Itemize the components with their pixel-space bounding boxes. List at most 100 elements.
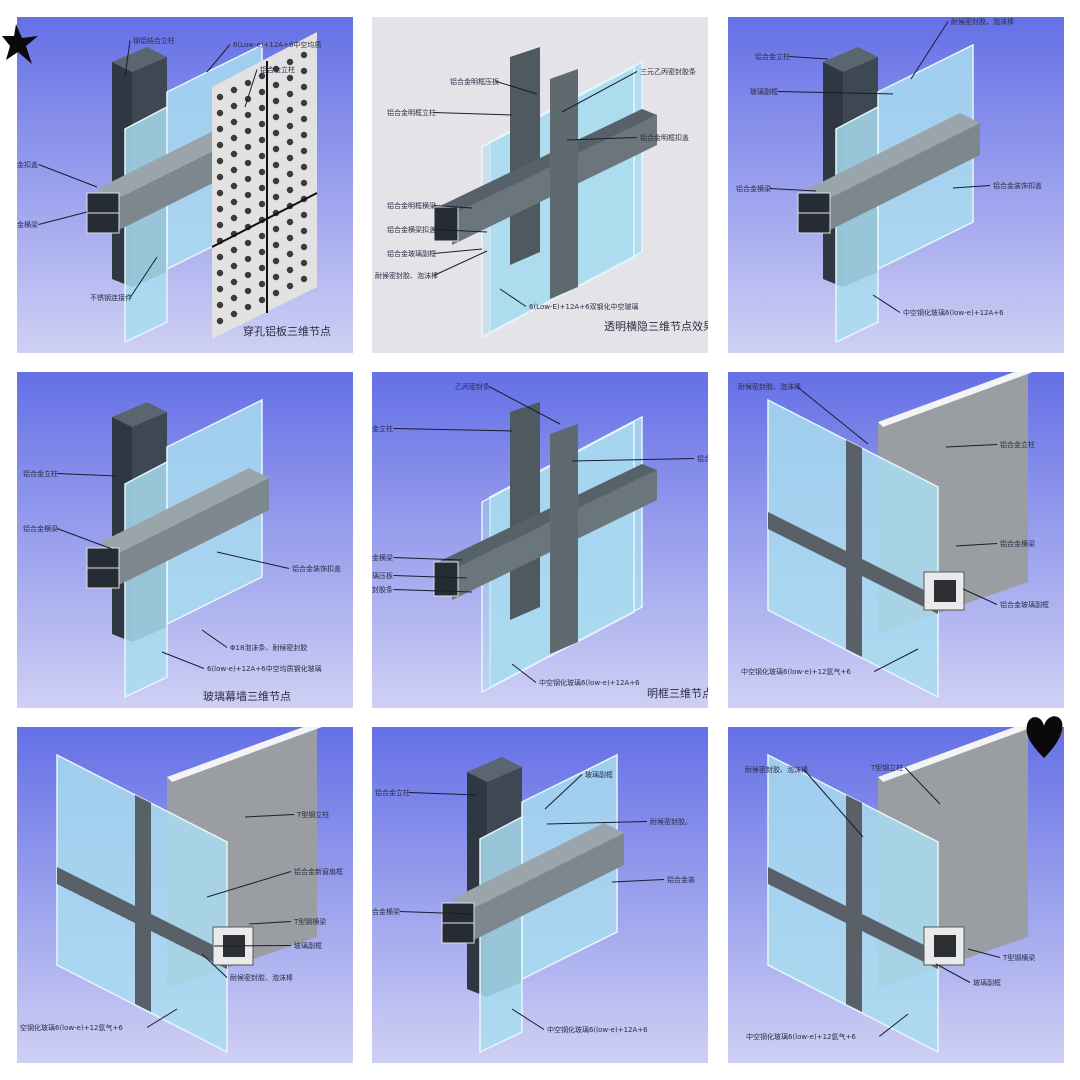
callout-leader-line — [873, 648, 919, 672]
callout-label: 中空钢化玻璃6(low-e)+12氩气+6 — [741, 667, 851, 676]
perforation-hole — [230, 246, 238, 254]
perforation-hole — [286, 282, 294, 290]
transom-top — [452, 823, 624, 909]
perforation-hole — [258, 264, 266, 272]
node-diagram-panel-6: 耐候密封胶、泡沫棒铝合金立柱铝合金横梁铝合金玻璃副框中空钢化玻璃6(low-e)… — [728, 372, 1064, 708]
mullion-top — [467, 757, 522, 782]
node-diagram-panel-8: 玻璃副框铝合金立柱耐候密封胶。铝合金装合金横梁中空钢化玻璃6(low-e)+12… — [372, 727, 708, 1063]
heart-sticker — [1026, 716, 1063, 758]
callout-label: 铝合金横梁 — [736, 184, 771, 193]
callout-leader-line — [161, 651, 205, 669]
callout-label: 空钢化玻璃6(low-e)+12氩气+6 — [20, 1023, 123, 1032]
callout-label: 铝合金立柱 — [23, 469, 58, 478]
callout-label: T型钢横梁 — [293, 917, 326, 926]
steel-section — [923, 926, 965, 966]
perforation-hole — [216, 317, 224, 325]
callout-label: 铝合金装饰扣盖 — [292, 564, 341, 573]
panel-canvas: 铝合金立柱铝合金横梁铝合金装饰扣盖Φ18泡沫条、耐候密封胶6(low-e)+12… — [17, 372, 353, 708]
perforation-hole — [230, 198, 238, 206]
callout-leader-line — [38, 164, 98, 188]
perforation-hole — [216, 285, 224, 293]
perforation-hole — [286, 250, 294, 258]
callout-label: Φ18泡沫条、耐候密封胶 — [230, 643, 307, 652]
steel-plate-edge — [878, 372, 1033, 427]
callout-leader-line — [878, 1013, 909, 1037]
panel-caption: 穿孔铝板三维节点 — [243, 324, 331, 338]
callout-label: 耐候密封胶、泡沫棒 — [375, 271, 438, 280]
callout-leader-line — [967, 948, 1001, 958]
perforation-hole — [300, 179, 308, 187]
panel-canvas: T型钢立柱铝合金新窗扇框T型钢横梁玻璃副框耐候密封胶、泡沫棒空钢化玻璃6(low… — [17, 727, 353, 1063]
perforation-hole — [216, 189, 224, 197]
perforation-hole — [216, 93, 224, 101]
perforation-hole — [230, 166, 238, 174]
perforation-hole — [300, 259, 308, 267]
callout-label: 金横梁 — [17, 220, 38, 229]
glass-pane-left — [124, 460, 168, 699]
steel-section-hollow — [934, 580, 956, 602]
perforation-hole — [272, 113, 280, 121]
callout-leader-line — [769, 188, 817, 192]
perforation-hole — [286, 122, 294, 130]
callout-leader-line — [393, 557, 463, 561]
panel-canvas: 耐候密封胶、泡沫棒铝合金立柱玻璃副框铝合金横梁铝合金装饰扣盖中空钢化玻璃6(lo… — [728, 17, 1064, 353]
callout-leader-line — [803, 769, 864, 838]
perforation-hole — [286, 154, 294, 162]
perforation-hole — [258, 104, 266, 112]
transom-front — [828, 123, 980, 231]
perforation-hole — [244, 191, 252, 199]
perforation-hole — [258, 296, 266, 304]
callout-leader-line — [566, 137, 638, 141]
perforation-hole — [230, 150, 238, 158]
perforation-hole — [244, 207, 252, 215]
perforation-hole — [272, 81, 280, 89]
horizontal-joint — [768, 512, 938, 614]
mullion-front — [550, 69, 578, 299]
node-diagram-panel-2: 铝合金明框压板三元乙丙密封胶条铝合金明框立柱铝合金明框扣盖铝合金明框横梁铝合金横… — [372, 17, 708, 353]
panel-joint-horizontal — [211, 192, 318, 248]
callout-leader-line — [393, 575, 468, 579]
callout-leader-line — [952, 185, 991, 189]
callout-leader-line — [206, 871, 292, 898]
callout-label: 铝合 — [697, 454, 708, 463]
perforation-hole — [300, 99, 308, 107]
callout-leader-line — [910, 21, 949, 80]
perforation-hole — [286, 58, 294, 66]
transom-top — [808, 113, 980, 199]
callout-leader-line — [488, 386, 561, 425]
callout-leader-line — [213, 945, 292, 947]
perforation-hole — [258, 72, 266, 80]
perforation-hole — [216, 125, 224, 133]
callout-label: 金立柱 — [372, 424, 393, 433]
callout-label: 铝合金玻璃副框 — [387, 249, 436, 258]
perforation-hole — [244, 159, 252, 167]
perforation-hole — [286, 266, 294, 274]
callout-leader-line — [955, 543, 998, 547]
perforation-hole — [300, 83, 308, 91]
perforation-hole — [300, 51, 308, 59]
callout-label: 中空钢化玻璃6(low-e)+12A+6 — [547, 1025, 648, 1034]
perforation-hole — [258, 184, 266, 192]
callout-label: 铝合金明框横梁 — [387, 201, 436, 210]
callout-label: 铝合金明框压板 — [450, 77, 499, 86]
perforation-hole — [244, 239, 252, 247]
mullion-back — [510, 47, 540, 265]
perforation-hole — [286, 138, 294, 146]
transom-top — [438, 109, 657, 215]
perforation-hole — [272, 241, 280, 249]
callout-leader-line — [788, 56, 829, 60]
perforation-hole — [244, 175, 252, 183]
perforation-hole — [272, 161, 280, 169]
callout-label: 璃压板 — [372, 571, 393, 580]
steel-plate-edge — [878, 727, 1033, 782]
perforation-hole — [258, 232, 266, 240]
callout-leader-line — [244, 69, 258, 108]
callout-label: 耐候密封胶、泡沫棒 — [738, 382, 801, 391]
callout-leader-line — [56, 473, 118, 477]
callout-label: 玻璃副框 — [750, 87, 778, 96]
callout-leader-line — [511, 663, 537, 683]
callout-label: 耐候密封胶、泡沫棒 — [230, 973, 293, 982]
callout-leader-line — [962, 588, 998, 605]
